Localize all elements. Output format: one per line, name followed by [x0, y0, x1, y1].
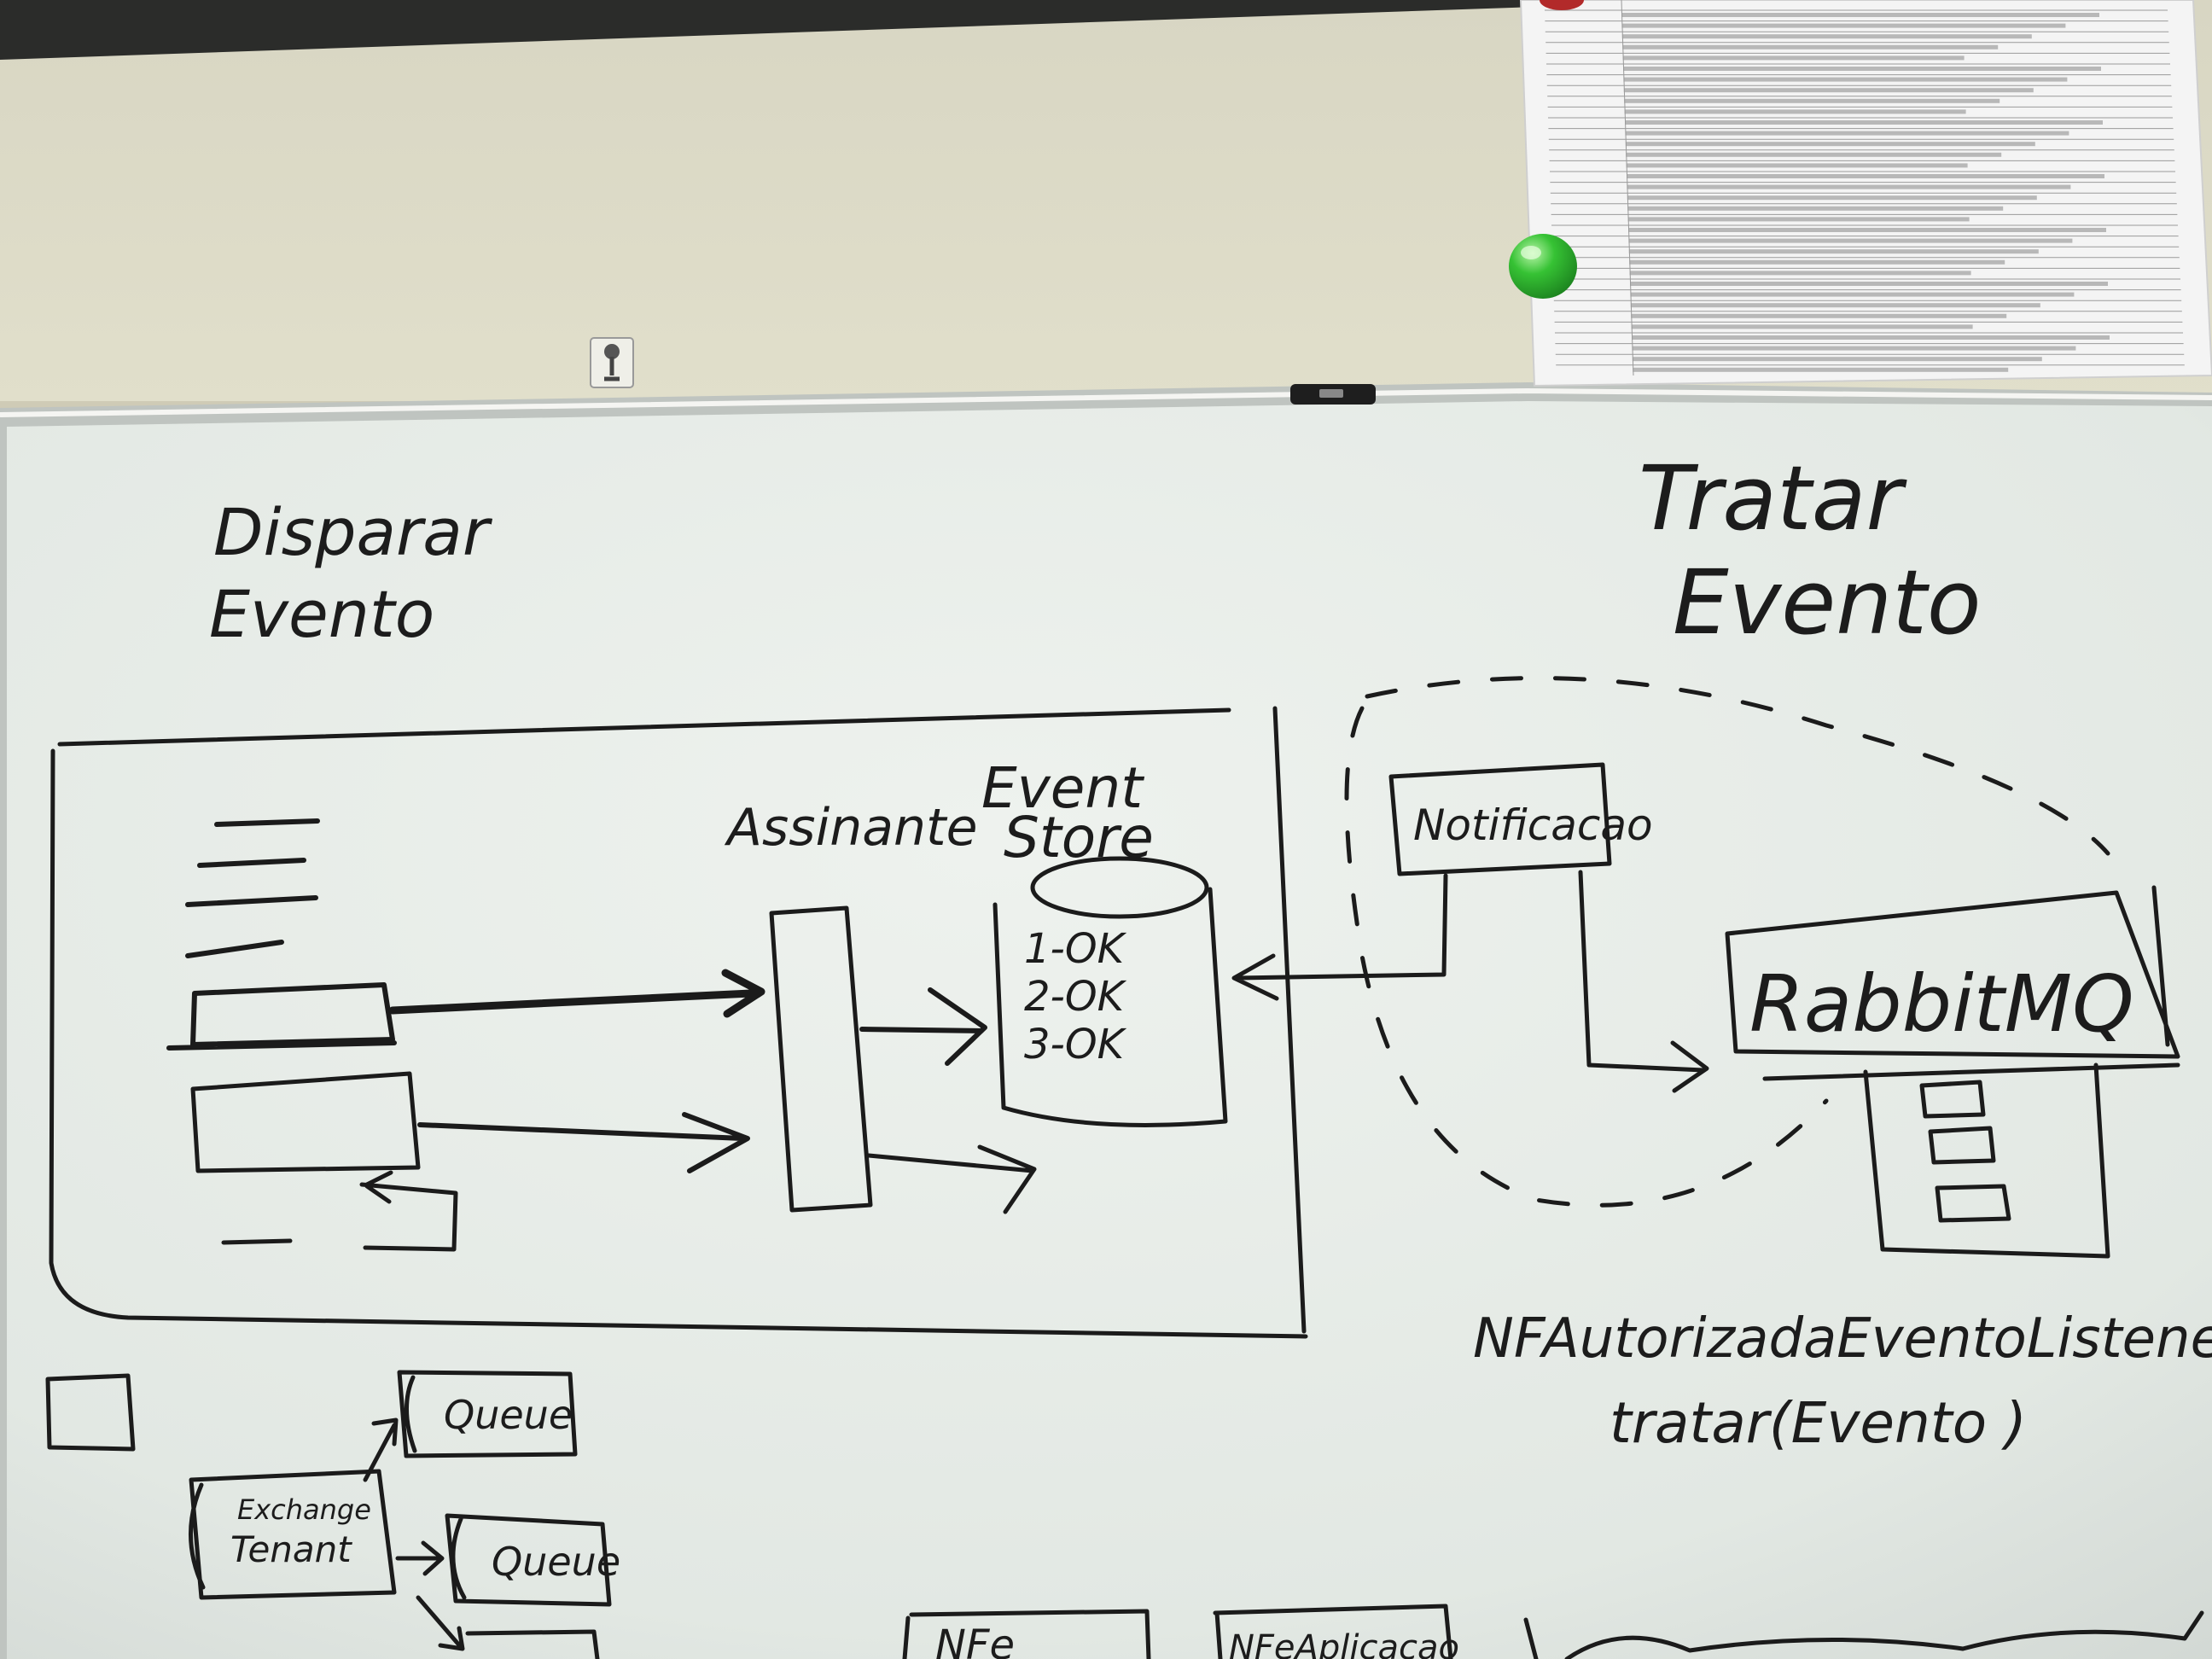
- listener-slots: [1919, 1080, 2011, 1223]
- document-row-text: [1627, 184, 2071, 189]
- document-row-text: [1632, 357, 2042, 362]
- queue-box-2: [445, 1513, 612, 1607]
- top-frame-strip: [0, 0, 1536, 60]
- document-column-line: [1621, 0, 1634, 376]
- queue-label-1: Queue: [444, 1392, 573, 1438]
- document-row-text: [1627, 195, 2037, 201]
- arrow-exchange-to-queue-2: [395, 1540, 445, 1576]
- bottom-box-1: [902, 1609, 1151, 1659]
- document-row-text: [1624, 98, 2000, 103]
- arrow-box2-to-assinante: [417, 1112, 750, 1173]
- document-row-text: [1621, 13, 2099, 17]
- arrow-notificacao-to-store: [1231, 873, 1448, 1001]
- assinante-label: Assinante: [724, 798, 978, 858]
- store-entry-2: 2-OK: [1024, 973, 1127, 1021]
- hook-icon: [590, 337, 634, 388]
- left-title-line-2: Evento: [209, 576, 434, 652]
- document-row-text: [1623, 88, 2034, 93]
- right-title-line-2: Evento: [1673, 550, 1982, 655]
- document-row-text: [1628, 238, 2073, 243]
- document-row-text: [1621, 34, 2032, 39]
- exchange-label-1: Exchange: [237, 1493, 371, 1526]
- document-row-text: [1629, 271, 1971, 276]
- rabbitmq-label: RabbitMQ: [1749, 958, 2134, 1050]
- document-row-text: [1630, 282, 2108, 286]
- small-square: [45, 1373, 136, 1452]
- arrow-box1-to-assinante: [388, 969, 765, 1018]
- listener-method-label: tratar(Evento ): [1610, 1390, 2027, 1456]
- arrow-assinante-out: [866, 1144, 1037, 1214]
- document-row-text: [1623, 77, 2068, 82]
- document-row-text: [1627, 217, 1970, 222]
- event-list-lines: [185, 818, 320, 958]
- listener-class-label: NFAutorizadaEventoListener: [1473, 1307, 2212, 1371]
- document-row-text: [1628, 249, 2039, 254]
- document-row-text: [1631, 313, 2007, 318]
- document-row-text: [1623, 67, 2101, 71]
- left-title-line-1: Disparar: [213, 494, 493, 570]
- arrow-notificacao-to-rabbitmq: [1578, 870, 1709, 1093]
- queue-label-2: Queue: [492, 1539, 620, 1585]
- document-row-text: [1628, 228, 2106, 232]
- document-row-text: [1622, 55, 1965, 61]
- red-magnet: [1540, 0, 1584, 10]
- left-container: [49, 706, 1308, 1339]
- document-row-text: [1622, 44, 1999, 49]
- document-row-text: [1627, 174, 2104, 178]
- event-box-1: [166, 982, 397, 1051]
- document-row-text: [1624, 109, 1966, 114]
- event-box-2: [190, 1071, 421, 1173]
- magnet-icon: [1509, 234, 1577, 299]
- return-arrow-icon: [359, 1170, 458, 1252]
- store-entry-1: 1-OK: [1024, 925, 1127, 973]
- document-row-text: [1630, 303, 2040, 308]
- exchange-box: [189, 1469, 397, 1600]
- marker-icon: [1290, 384, 1376, 405]
- document-row-text: [1632, 346, 2076, 351]
- document-row-text: [1632, 335, 2110, 340]
- document-row-text: [1626, 163, 1968, 168]
- document-row-text: [1627, 206, 2004, 211]
- arrow-exchange-down: [416, 1595, 465, 1651]
- exchange-label-2: Tenant: [230, 1528, 352, 1570]
- rabbitmq-box: [1725, 885, 2180, 1081]
- arrow-assinante-to-store: [859, 987, 987, 1066]
- document-row-text: [1621, 23, 2066, 28]
- arrow-exchange-to-queue-1: [363, 1417, 399, 1482]
- document-row-text: [1630, 292, 2075, 297]
- store-entry-3: 3-OK: [1024, 1021, 1127, 1068]
- small-dash: [221, 1238, 293, 1245]
- event-store-cylinder: [992, 856, 1228, 1127]
- whiteboard-top-edge: [0, 387, 2212, 417]
- right-title-line-1: Tratar: [1639, 446, 1907, 550]
- document-row-text: [1625, 142, 2035, 147]
- bottom-box-1-label: NFe: [935, 1621, 1015, 1659]
- document-row-text: [1626, 152, 2002, 157]
- listener-box: [1863, 1062, 2110, 1259]
- queue-box-1: [397, 1370, 578, 1458]
- assinante-bar: [769, 905, 873, 1213]
- whiteboard-surface: [7, 401, 2212, 1659]
- notificacao-label: Notificacao: [1413, 800, 1653, 850]
- document-row-text: [1625, 120, 2103, 125]
- notificacao-box: [1388, 762, 1612, 876]
- bottom-box-2-label: NFeAplicacao: [1229, 1628, 1459, 1659]
- bottom-box-2: [1213, 1604, 1453, 1659]
- dashed-loop: [1344, 676, 2110, 1208]
- bottom-scribble-right: [1523, 1610, 2204, 1659]
- event-store-label-1: Event: [981, 755, 1144, 821]
- document-row-text: [1625, 131, 2069, 136]
- document-row-text: [1629, 259, 2005, 265]
- document-row-text: [1631, 324, 1973, 329]
- document-row-text: [1633, 367, 2009, 372]
- pinned-document: [1519, 0, 2212, 387]
- queue-box-3-partial: [465, 1629, 600, 1659]
